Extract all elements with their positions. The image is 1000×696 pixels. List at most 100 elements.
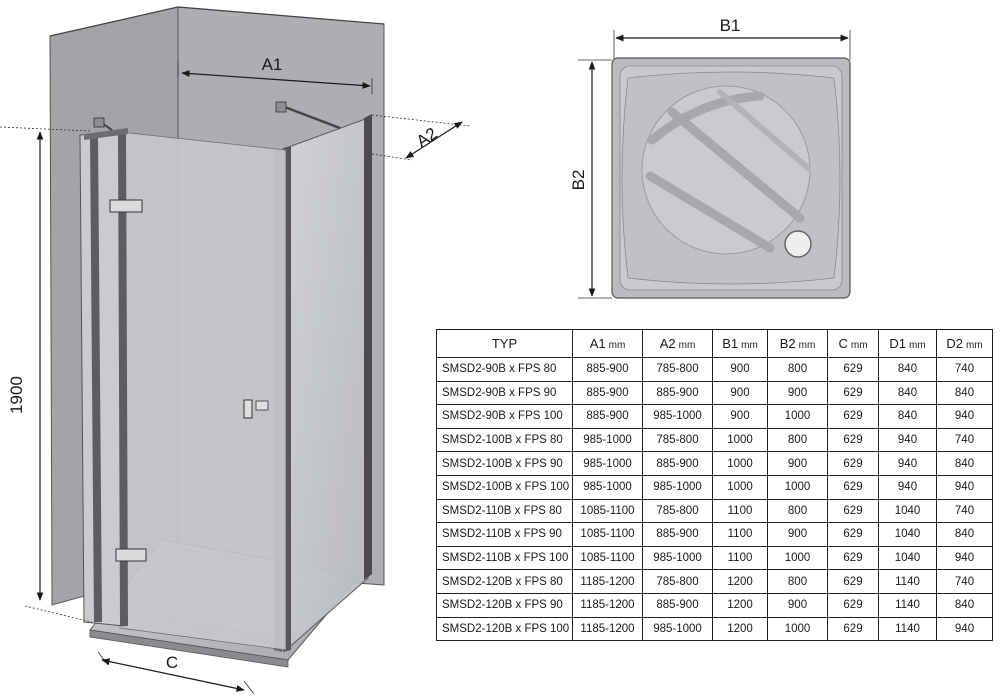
cell-b1: 1100: [712, 498, 768, 524]
cell-a1: 1185-1200: [572, 569, 643, 594]
cell-b2: 900: [767, 522, 828, 547]
cell-a2: 985-1000: [642, 404, 713, 429]
cell-a2: 985-1000: [642, 616, 713, 642]
cell-b2: 1000: [767, 474, 828, 500]
cell-typ: SMSD2-110B x FPS 90: [436, 522, 573, 547]
cell-b1: 900: [712, 404, 768, 429]
stabilizer-bar: [281, 104, 341, 130]
cell-d2: 940: [936, 404, 993, 429]
cell-b2: 900: [767, 380, 828, 406]
cell-b1: 1000: [712, 427, 768, 453]
cell-b1: 1200: [712, 592, 768, 618]
header-typ: TYP: [436, 329, 573, 358]
door-handle: [243, 399, 253, 419]
cell-b1: 900: [712, 380, 768, 406]
cell-d2: 940: [936, 474, 993, 500]
cell-b1: 1000: [712, 474, 768, 500]
cell-a1: 1185-1200: [572, 592, 643, 618]
fixed-glass-panel: [119, 131, 287, 651]
cell-d2: 740: [936, 357, 993, 382]
cell-a2: 985-1000: [642, 474, 713, 500]
cell-d1: 1040: [878, 522, 937, 547]
cell-typ: SMSD2-120B x FPS 100: [436, 616, 573, 642]
cell-a2: 885-900: [642, 592, 713, 618]
cell-d1: 840: [878, 380, 937, 406]
cell-a1: 1085-1100: [572, 545, 643, 571]
cell-d1: 1140: [878, 592, 937, 618]
cell-a1: 1185-1200: [572, 616, 643, 642]
cell-b2: 900: [767, 592, 828, 618]
cell-d2: 840: [936, 522, 993, 547]
cell-a1: 1085-1100: [572, 498, 643, 524]
cell-c: 629: [827, 592, 879, 618]
cell-c: 629: [827, 616, 879, 642]
cell-typ: SMSD2-120B x FPS 90: [436, 592, 573, 618]
cell-typ: SMSD2-110B x FPS 80: [436, 498, 573, 524]
cell-a1: 885-900: [572, 357, 643, 382]
cell-b2: 900: [767, 451, 828, 476]
cell-typ: SMSD2-100B x FPS 100: [436, 474, 573, 500]
cell-d1: 1040: [878, 498, 937, 524]
cell-b1: 900: [712, 357, 768, 382]
cell-a2: 985-1000: [642, 545, 713, 571]
cell-c: 629: [827, 380, 879, 406]
cell-b2: 800: [767, 427, 828, 453]
cell-typ: SMSD2-100B x FPS 80: [436, 427, 573, 453]
cell-d2: 840: [936, 592, 993, 618]
cell-b2: 800: [767, 357, 828, 382]
cell-a1: 985-1000: [572, 427, 643, 453]
cell-b2: 800: [767, 569, 828, 594]
lower-hinge: [115, 548, 147, 562]
cell-b1: 1100: [712, 545, 768, 571]
cell-c: 629: [827, 569, 879, 594]
dim-a2-label: A2: [413, 124, 441, 151]
cell-a1: 885-900: [572, 404, 643, 429]
cell-a2: 885-900: [642, 451, 713, 476]
cell-d1: 1140: [878, 616, 937, 642]
cell-b1: 1200: [712, 569, 768, 594]
cell-typ: SMSD2-90B x FPS 90: [436, 380, 573, 406]
cell-d1: 940: [878, 474, 937, 500]
cell-c: 629: [827, 404, 879, 429]
tray-relief-circle: [641, 85, 811, 255]
cell-typ: SMSD2-100B x FPS 90: [436, 451, 573, 476]
cell-b2: 1000: [767, 616, 828, 642]
cell-a1: 1085-1100: [572, 522, 643, 547]
cell-a1: 985-1000: [572, 451, 643, 476]
cell-d1: 840: [878, 404, 937, 429]
cell-typ: SMSD2-110B x FPS 100: [436, 545, 573, 571]
upper-hinge: [109, 199, 143, 213]
cell-d2: 740: [936, 427, 993, 453]
cell-d1: 940: [878, 451, 937, 476]
cell-d2: 840: [936, 451, 993, 476]
enclosure-3d-view: 1900 A1 A2 C: [0, 6, 471, 695]
cell-a2: 785-800: [642, 569, 713, 594]
cell-d1: 840: [878, 357, 937, 382]
cell-b1: 1200: [712, 616, 768, 642]
dim-b1-label: B1: [720, 16, 741, 35]
cell-b2: 1000: [767, 545, 828, 571]
cell-c: 629: [827, 427, 879, 453]
dim-b2-label: B2: [569, 170, 588, 191]
cell-d2: 940: [936, 545, 993, 571]
side-glass-panel: [285, 117, 369, 652]
cell-b1: 1000: [712, 451, 768, 476]
cell-d1: 1140: [878, 569, 937, 594]
